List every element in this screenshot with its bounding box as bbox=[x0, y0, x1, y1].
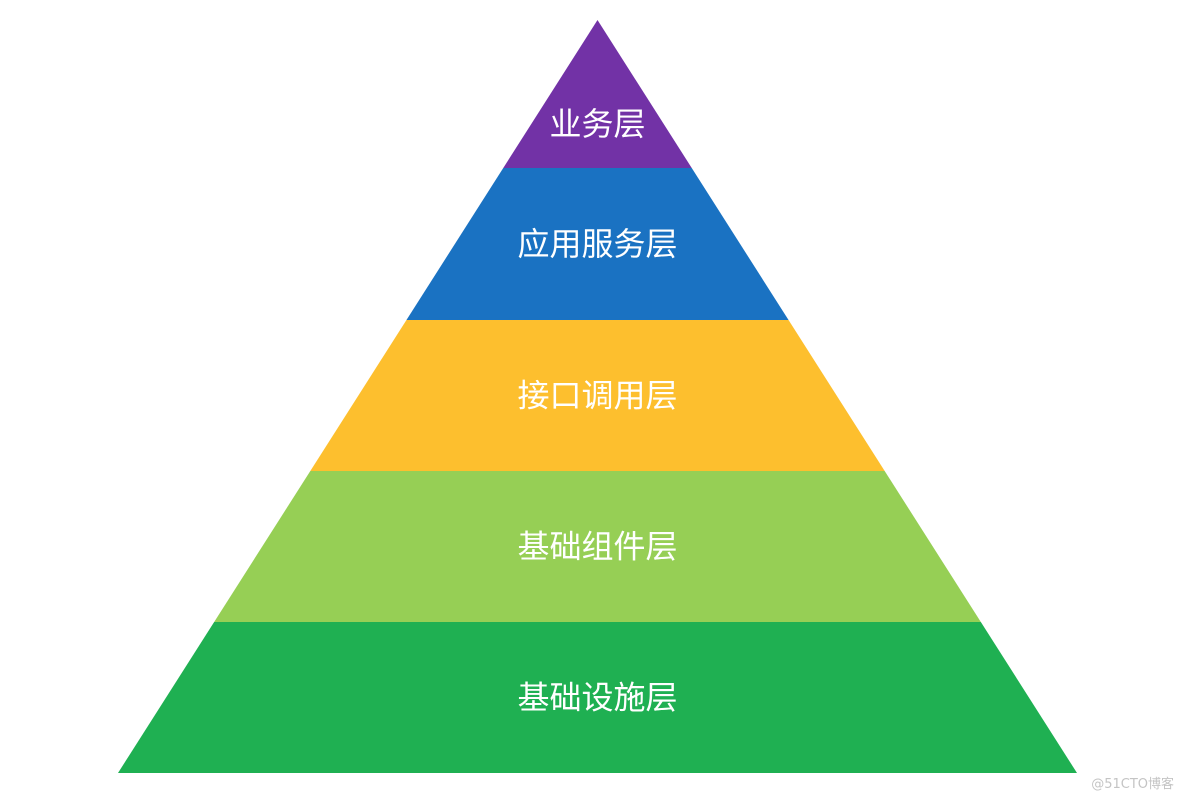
pyramid-layer: 基础设施层 bbox=[118, 622, 1077, 773]
pyramid-layer-shape bbox=[503, 20, 692, 168]
pyramid-layer-label: 应用服务层 bbox=[517, 225, 677, 263]
pyramid-layer-shape bbox=[406, 168, 789, 320]
pyramid-layer: 业务层 bbox=[503, 20, 692, 168]
pyramid-layer-label: 接口调用层 bbox=[517, 377, 677, 415]
pyramid-layer: 基础组件层 bbox=[214, 471, 981, 622]
pyramid-layer-label: 基础组件层 bbox=[517, 528, 677, 566]
pyramid-layer-shape bbox=[214, 471, 981, 622]
pyramid-layer: 接口调用层 bbox=[310, 320, 885, 471]
pyramid-layer-label: 基础设施层 bbox=[517, 679, 677, 717]
pyramid-layer-label: 业务层 bbox=[549, 105, 645, 143]
pyramid-layer-shape bbox=[310, 320, 885, 471]
watermark: @51CTO博客 bbox=[1091, 777, 1174, 792]
pyramid-layer: 应用服务层 bbox=[406, 168, 789, 320]
pyramid-layer-shape bbox=[118, 622, 1077, 773]
